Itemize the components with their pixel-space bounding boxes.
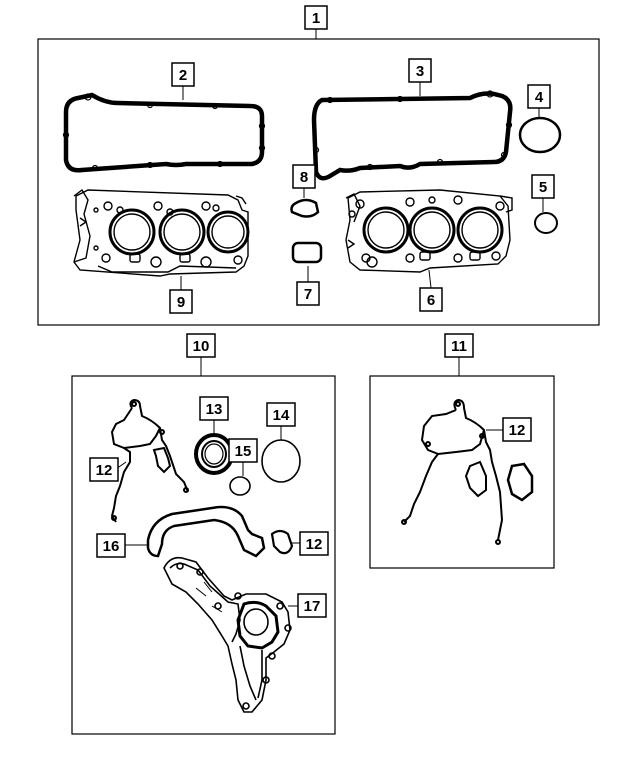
- callout-16: 16: [96, 533, 126, 558]
- callout-4: 4: [527, 84, 551, 109]
- svg-text:17: 17: [304, 598, 321, 615]
- callout-2: 2: [171, 62, 195, 87]
- crankshaft-seal-13: [194, 433, 234, 475]
- valve-cover-gasket-right: [311, 90, 513, 181]
- timing-cover-gasket-b: [401, 398, 534, 545]
- timing-cover-gasket-a: [110, 398, 189, 523]
- svg-text:8: 8: [300, 169, 308, 186]
- svg-text:12: 12: [509, 422, 526, 439]
- callout-12a: 12: [89, 457, 119, 482]
- callout-15: 15: [228, 438, 258, 463]
- svg-text:11: 11: [451, 338, 467, 355]
- seal-7: [291, 241, 323, 264]
- svg-text:6: 6: [427, 292, 435, 309]
- seal-8: [290, 198, 320, 218]
- callouts: 1 2 3 4 5 8 7 6 9 10 11 12 12 12 13 14 1…: [89, 5, 555, 618]
- svg-text:12: 12: [306, 536, 323, 553]
- svg-text:4: 4: [535, 89, 544, 106]
- o-ring-4: [518, 116, 562, 154]
- gasket-16: [146, 505, 266, 558]
- group-box-11: [369, 375, 555, 569]
- svg-text:2: 2: [179, 67, 187, 84]
- group-box-1: [37, 38, 600, 326]
- o-ring-5: [534, 212, 558, 234]
- callout-13: 13: [199, 396, 229, 421]
- svg-text:1: 1: [312, 10, 320, 27]
- svg-text:16: 16: [103, 538, 120, 555]
- seal-12: [270, 529, 294, 555]
- callout-14: 14: [266, 402, 296, 427]
- svg-text:7: 7: [304, 286, 312, 303]
- valve-cover-gasket-left: [62, 92, 266, 173]
- callout-1: 1: [304, 5, 328, 30]
- svg-text:12: 12: [96, 462, 113, 479]
- water-pump-gasket-17: [163, 556, 292, 713]
- callout-5: 5: [531, 174, 555, 199]
- svg-text:9: 9: [177, 294, 185, 311]
- callout-3: 3: [408, 58, 432, 83]
- svg-text:3: 3: [416, 63, 424, 80]
- svg-text:15: 15: [235, 443, 252, 460]
- head-gasket-left: [73, 188, 250, 277]
- callout-6: 6: [419, 287, 443, 312]
- svg-text:14: 14: [273, 407, 290, 424]
- callout-9: 9: [169, 289, 193, 314]
- svg-text:10: 10: [193, 338, 210, 355]
- callout-12c: 12: [502, 417, 532, 442]
- callout-17: 17: [297, 593, 327, 618]
- o-ring-14: [261, 439, 301, 483]
- callout-8: 8: [292, 164, 316, 189]
- o-ring-15: [229, 476, 251, 496]
- callout-10: 10: [186, 333, 216, 358]
- svg-text:5: 5: [539, 179, 547, 196]
- callout-11: 11: [444, 333, 474, 358]
- svg-text:13: 13: [206, 401, 223, 418]
- leader-lines: [115, 29, 544, 607]
- group-box-10: [71, 375, 336, 735]
- callout-7: 7: [296, 281, 320, 306]
- callout-12b: 12: [299, 531, 329, 556]
- head-gasket-right: [345, 189, 513, 273]
